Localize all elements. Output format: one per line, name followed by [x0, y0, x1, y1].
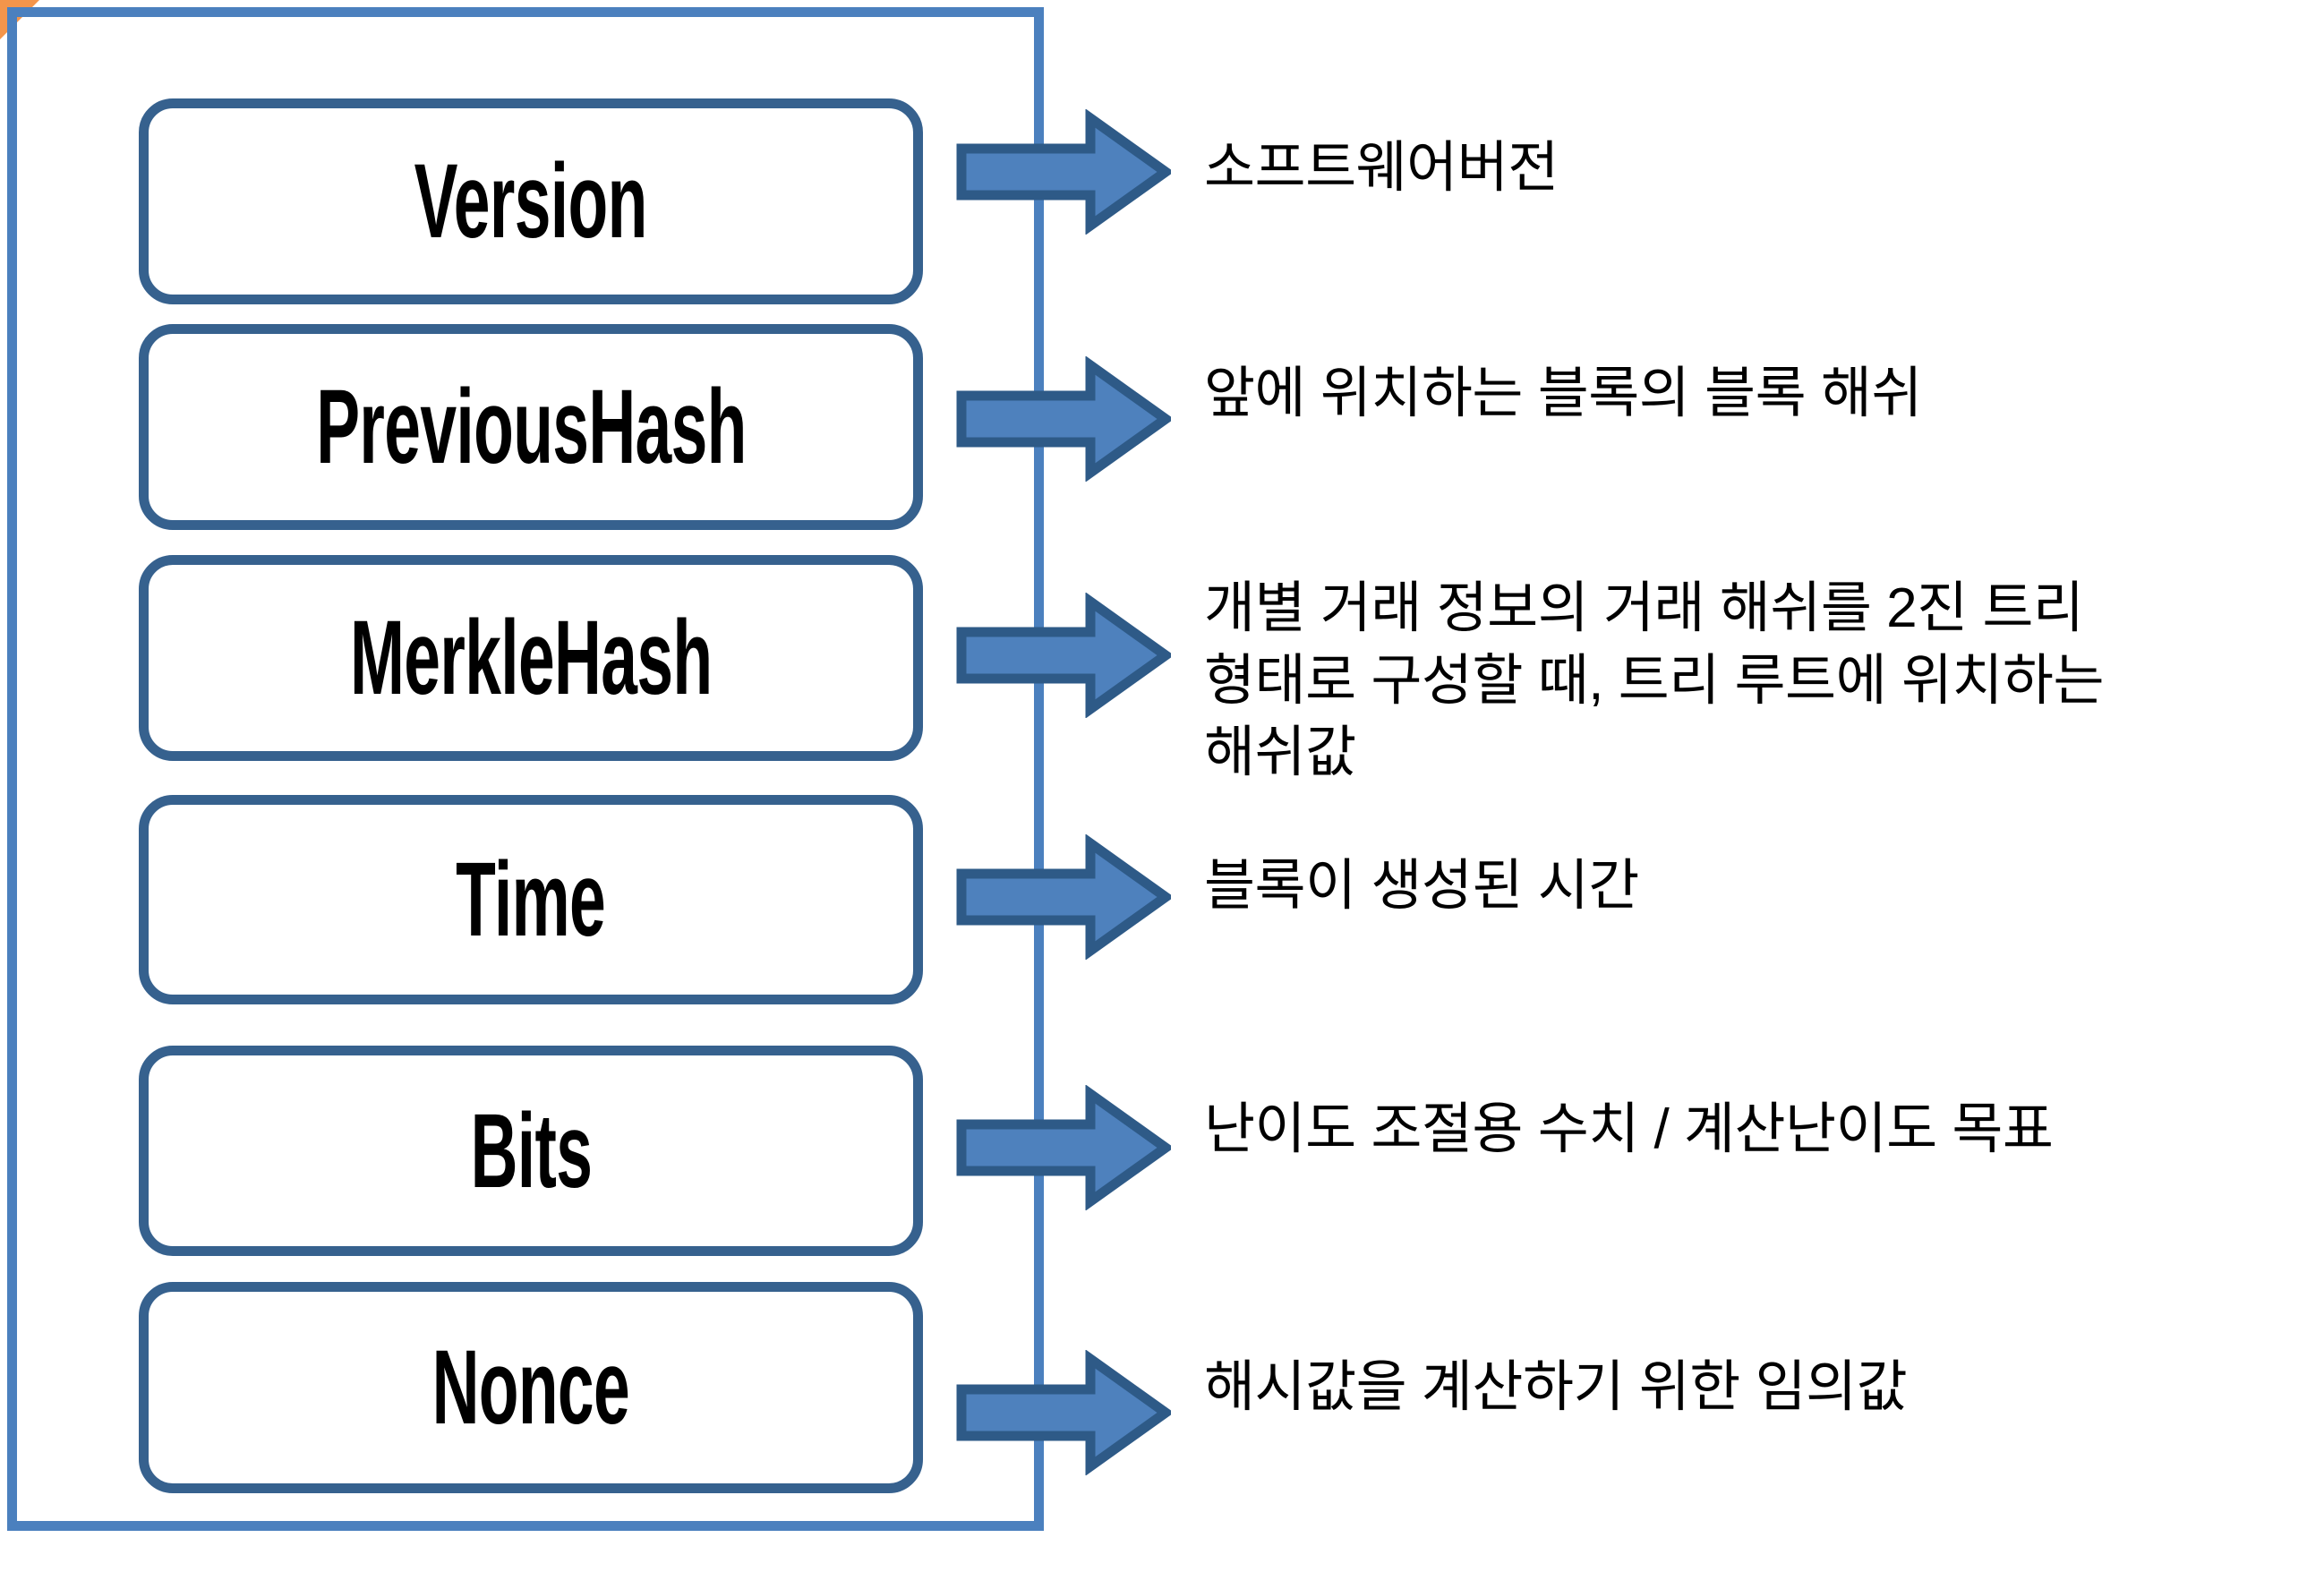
field-box-version[interactable]: Version — [139, 98, 923, 304]
field-description: 블록이 생성된 시간 — [1204, 855, 1639, 917]
field-description: 앞에 위치하는 블록의 블록 해쉬 — [1204, 363, 1922, 424]
right-arrow-icon — [956, 1085, 1171, 1210]
right-arrow-icon — [956, 109, 1171, 235]
field-description: 개별 거래 정보의 거래 해쉬를 2진 트리 형태로 구성할 때, 트리 루트에… — [1204, 577, 2105, 784]
field-description: 난이도 조절용 수치 / 계산난이도 목표 — [1204, 1098, 2054, 1160]
block-header-container — [7, 7, 1044, 1531]
field-label: Version — [414, 142, 648, 261]
field-label: Nonce — [431, 1329, 630, 1447]
field-label: MerkleHash — [349, 599, 713, 717]
field-description: 소프트웨어버전 — [1204, 137, 1559, 199]
field-box-nonce[interactable]: Nonce — [139, 1282, 923, 1493]
field-description: 해시값을 계산하기 위한 임의값 — [1204, 1356, 1908, 1418]
field-box-previoushash[interactable]: PreviousHash — [139, 324, 923, 530]
field-box-time[interactable]: Time — [139, 795, 923, 1004]
right-arrow-icon — [956, 834, 1171, 960]
field-label: Time — [456, 841, 607, 959]
right-arrow-icon — [956, 356, 1171, 482]
field-label: PreviousHash — [315, 368, 747, 486]
field-box-bits[interactable]: Bits — [139, 1046, 923, 1256]
right-arrow-icon — [956, 1350, 1171, 1475]
field-box-merklehash[interactable]: MerkleHash — [139, 555, 923, 761]
corner-triangle-icon — [0, 0, 39, 39]
field-label: Bits — [470, 1091, 592, 1210]
right-arrow-icon — [956, 593, 1171, 718]
